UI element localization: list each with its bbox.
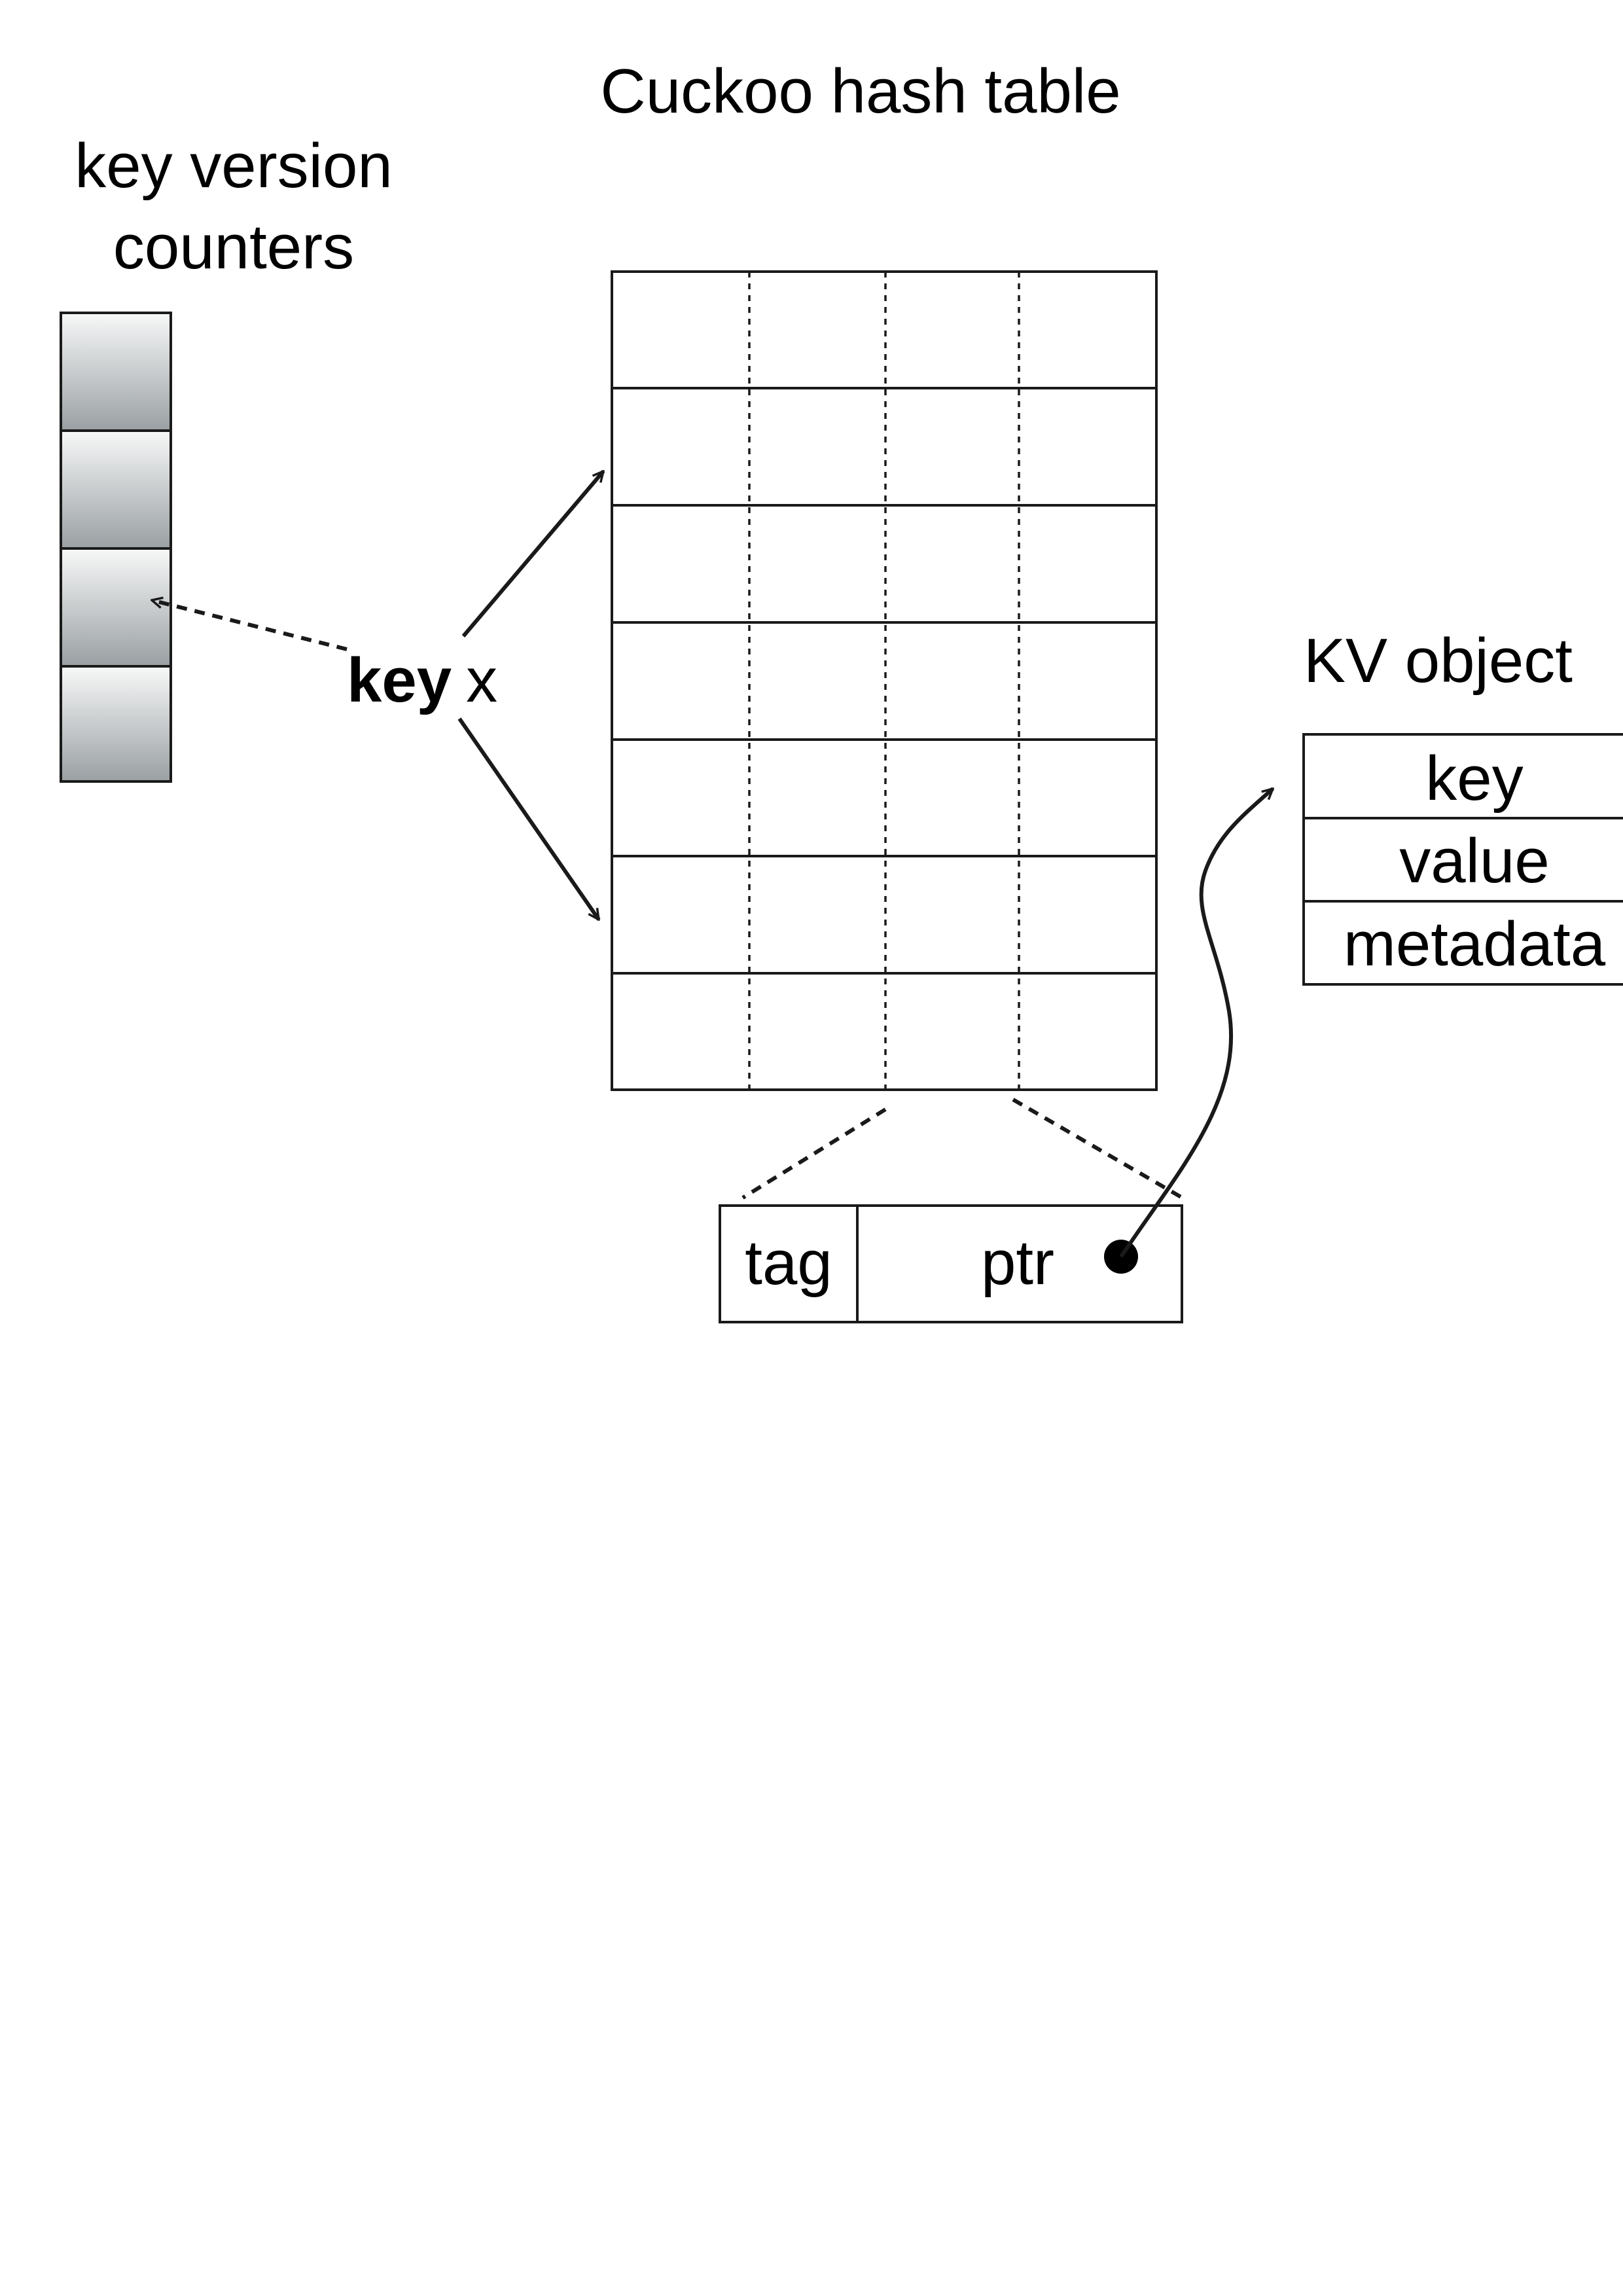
kv-field-key: key xyxy=(1425,744,1523,814)
key-label-var: x xyxy=(466,645,497,715)
counter-cell xyxy=(60,547,172,668)
zoom-line-left xyxy=(741,1107,887,1200)
table-title: Cuckoo hash table xyxy=(600,56,1120,126)
hash-table xyxy=(611,270,1158,1091)
pointer-arrow xyxy=(1119,789,1273,1258)
kv-field-value: value xyxy=(1399,826,1550,896)
hash-table-frame xyxy=(611,270,1158,1091)
version-counters xyxy=(60,312,172,783)
entry-tag: tag xyxy=(745,1228,832,1298)
table-entry: tag ptr xyxy=(719,1204,1183,1323)
entry-frame xyxy=(719,1204,1183,1323)
kv-field-metadata: metadata xyxy=(1344,909,1606,979)
counters-title-line1: key version xyxy=(75,131,393,201)
counter-cell xyxy=(60,665,172,783)
hash-arrow-upper xyxy=(461,471,603,637)
key-label-bold: key xyxy=(347,645,452,715)
zoom-line-right xyxy=(1012,1098,1186,1201)
counter-cell xyxy=(60,312,172,432)
kv-object-frame xyxy=(1302,733,1623,986)
entry-ptr: ptr xyxy=(981,1228,1054,1298)
counter-cell xyxy=(60,429,172,550)
kv-object: key value metadata xyxy=(1302,733,1623,986)
kv-object-title: KV object xyxy=(1304,626,1573,696)
counters-title-line2: counters xyxy=(113,212,354,282)
hash-arrow-lower xyxy=(457,717,601,920)
counter-arrow-dashed xyxy=(152,600,348,651)
